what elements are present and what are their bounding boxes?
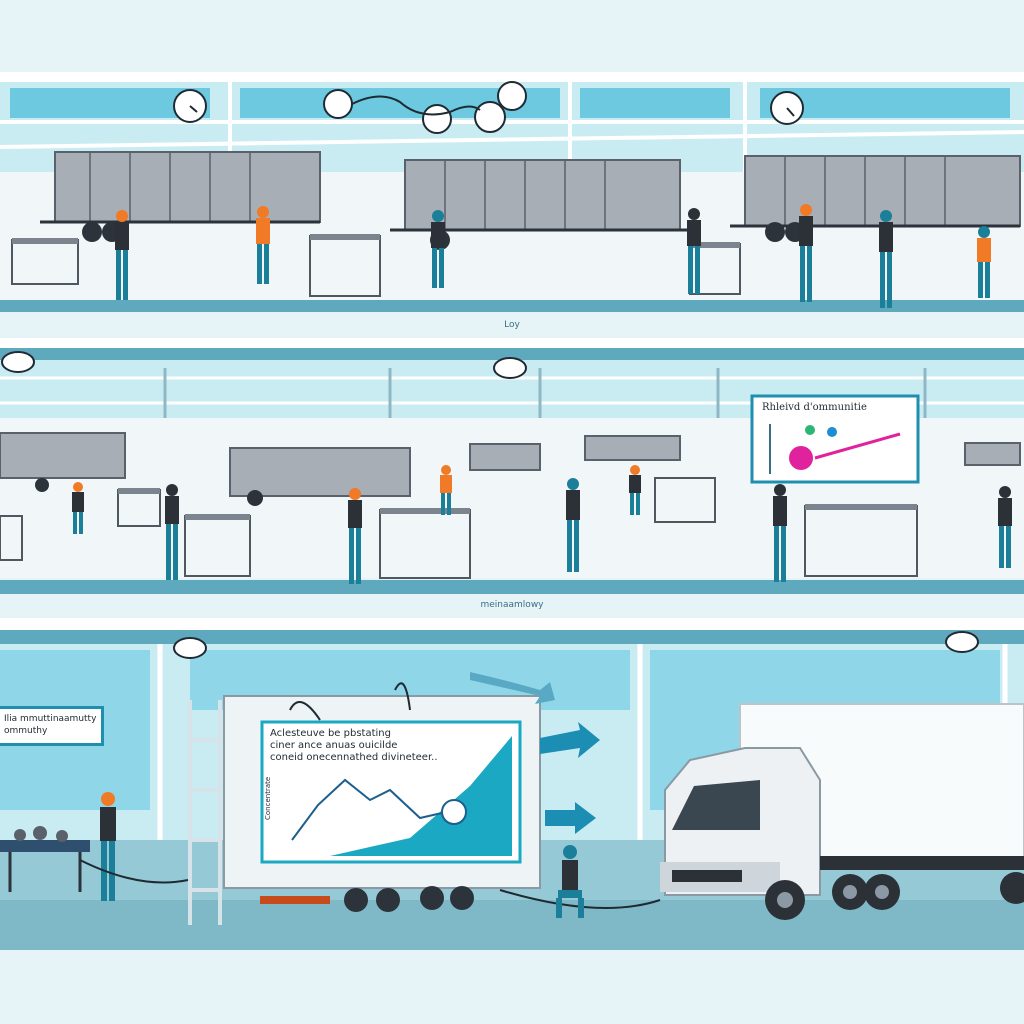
worker-figures bbox=[115, 204, 991, 308]
middle-panel-caption: meinaamlowy bbox=[480, 600, 544, 610]
bottom-margin bbox=[0, 950, 1024, 1024]
top-panel-caption: Loy bbox=[504, 320, 520, 330]
top-factory-panel bbox=[0, 72, 1024, 312]
board-title: Rhleivd d'ommunitie bbox=[762, 402, 867, 413]
data-board bbox=[750, 394, 920, 484]
bottom-factory-panel: Ilia mmuttinaamutty ommuthy Aclesteuve b… bbox=[0, 630, 1024, 950]
panel-divider bbox=[0, 338, 1024, 348]
wall-sign: Ilia mmuttinaamutty ommuthy bbox=[0, 706, 104, 746]
delivery-truck bbox=[660, 703, 1024, 920]
screen-axis-label: Concentrate bbox=[264, 776, 272, 820]
screen-text: Aclesteuve be pbstating ciner ance anuas… bbox=[270, 728, 438, 763]
panel-divider bbox=[0, 618, 1024, 630]
middle-factory-panel: Rhleivd d'ommunitie bbox=[0, 348, 1024, 594]
